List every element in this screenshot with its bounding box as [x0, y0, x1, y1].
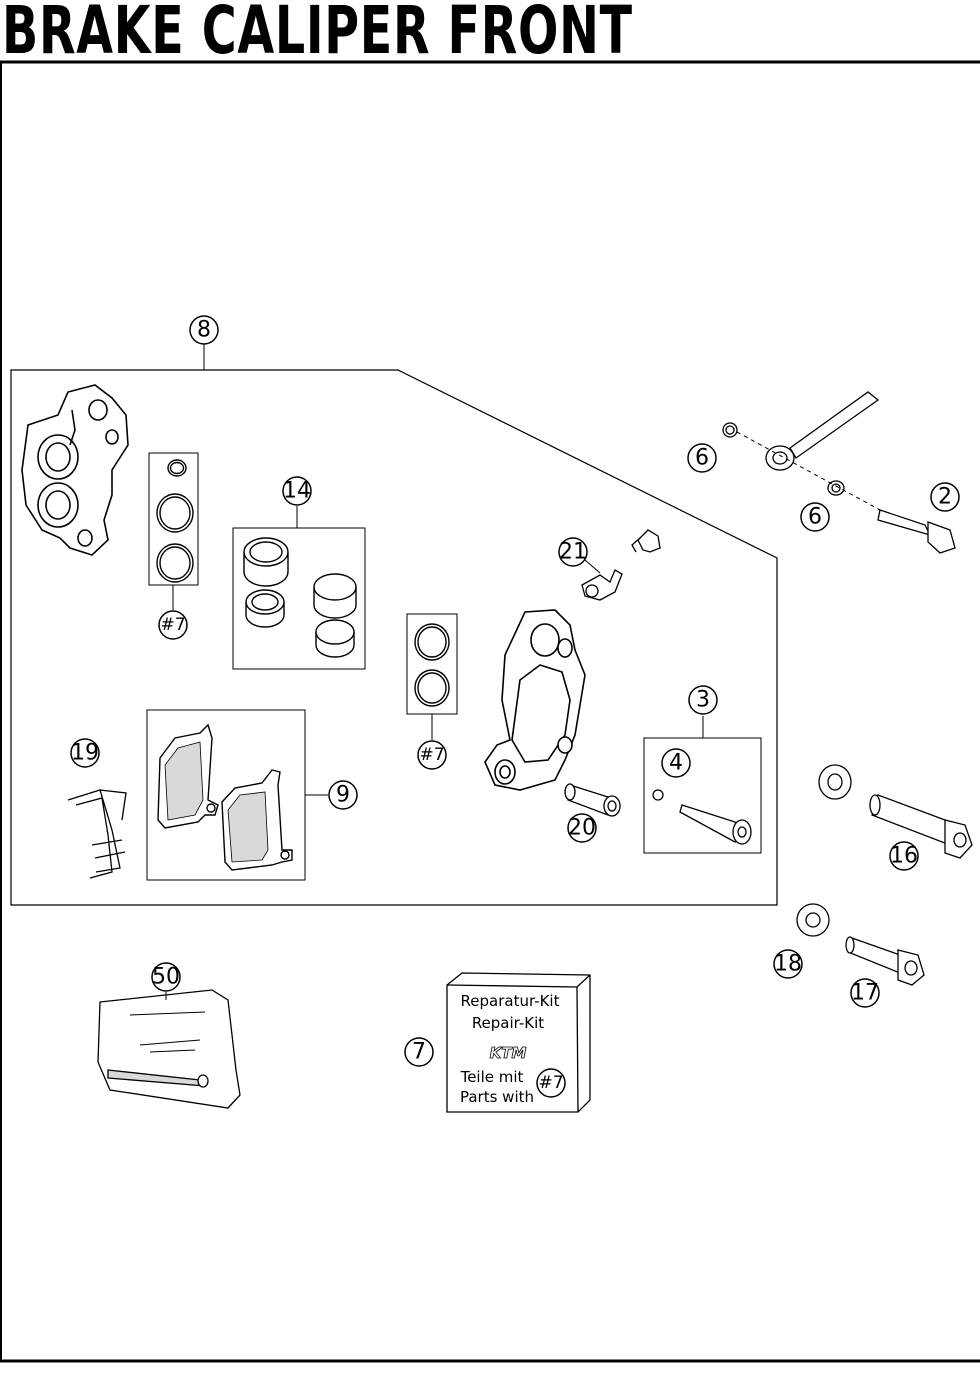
callout-16: 16: [889, 841, 919, 871]
pistons: [243, 537, 357, 658]
repair-kit-line1: Reparatur-Kit: [461, 992, 560, 1010]
pad-spring: [67, 789, 127, 879]
callout-19: 19: [70, 738, 100, 768]
callout-8-label: 8: [197, 318, 211, 343]
repair-kit-line3: Teile mit: [460, 1068, 524, 1086]
callout-2: 2: [930, 482, 960, 512]
callout-18-label: 18: [774, 952, 802, 977]
callout-21-label: 21: [559, 540, 587, 565]
callout-3-label: 3: [696, 688, 710, 713]
repair-kit-line2: Repair-Kit: [472, 1014, 544, 1032]
callout-14-label: 14: [283, 479, 311, 504]
callout-20-label: 20: [568, 816, 596, 841]
axle-bolt-16: [818, 764, 973, 859]
callout-7a: #7: [158, 610, 188, 640]
washer-18-bolt-17: [796, 903, 925, 986]
bleed-kit-bag: [97, 989, 241, 1109]
callout-2-label: 2: [938, 485, 952, 510]
caliper-half-right: [484, 609, 586, 791]
callout-20: 20: [567, 813, 597, 843]
piston-kit-box: [232, 527, 366, 670]
callout-9-label: 9: [336, 783, 350, 808]
callout-6a-label: 6: [695, 446, 709, 471]
callout-14: 14: [282, 476, 312, 506]
callout-50: 50: [151, 962, 181, 992]
seal-rings-left: [156, 459, 194, 583]
brake-line-banjo: [722, 391, 956, 554]
brake-pads: [157, 723, 293, 871]
banjo-axis: [736, 431, 881, 511]
callout-21: 21: [558, 537, 588, 567]
callout-50-label: 50: [152, 965, 180, 990]
seal-kit-box-middle: [406, 613, 458, 715]
callout-6a: 6: [687, 443, 717, 473]
callout-6b: 6: [800, 502, 830, 532]
callout-6b-label: 6: [808, 505, 822, 530]
diagram-title: BRAKE CALIPER FRONT: [2, 0, 633, 69]
callout-7c: #7: [536, 1068, 566, 1098]
callout-19-label: 19: [71, 741, 99, 766]
callout-17-label: 17: [851, 981, 879, 1006]
callout-18: 18: [773, 949, 803, 979]
callout-7a-label: #7: [160, 615, 185, 635]
bleeder-valve: [581, 529, 661, 601]
caliper-half-left: [21, 384, 129, 556]
callout-7b: #7: [417, 740, 447, 770]
callout-7b-label: #7: [419, 745, 444, 765]
callout-7: 7: [404, 1037, 434, 1067]
ktm-logo: KTM: [490, 1044, 527, 1062]
callout-8: 8: [189, 315, 219, 345]
callout-16-label: 16: [890, 844, 918, 869]
callout-9: 9: [328, 780, 358, 810]
callout-7-label: 7: [412, 1040, 426, 1065]
caliper-bolt: [564, 783, 621, 817]
assembly-group-outline: [10, 369, 778, 906]
callout-7c-label: #7: [538, 1073, 563, 1093]
seal-rings-middle: [414, 623, 450, 707]
leader-21: [584, 559, 601, 574]
repair-kit-line4: Parts with: [460, 1088, 534, 1106]
callout-3: 3: [688, 685, 718, 715]
callout-4-label: 4: [669, 751, 683, 776]
guide-pin: [652, 789, 752, 845]
callout-4: 4: [661, 748, 691, 778]
callout-17: 17: [850, 978, 880, 1008]
